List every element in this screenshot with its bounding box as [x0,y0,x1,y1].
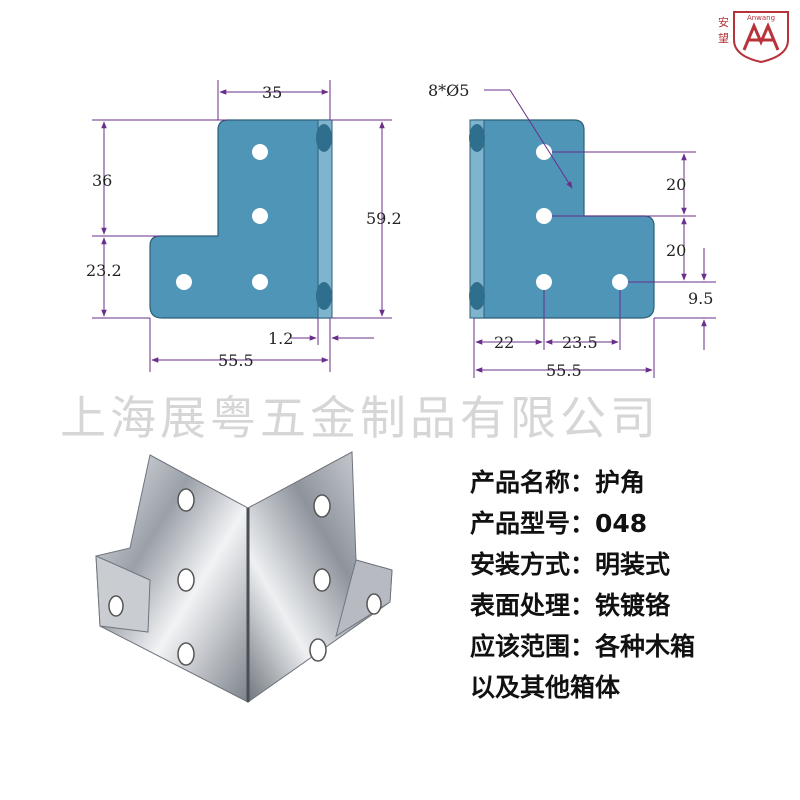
dim-thickness: 1.2 [268,329,293,348]
spec-value: 048 [595,509,648,538]
dim-total-height: 59.2 [366,209,402,228]
bracket-hole [313,568,331,592]
dim-total-width-right: 55.5 [546,361,582,380]
spec-value: 护角 [595,468,646,497]
spec-label: 安装方式： [470,550,596,579]
spec-item: 应该范围：各种木箱 [470,626,790,667]
dim-lower-height: 23.2 [86,261,122,280]
bracket-hole [177,568,195,592]
spec-list: 产品名称：护角 产品型号：048 安装方式：明装式 表面处理：铁镀铬 应该范围：… [470,462,790,708]
left-hole [176,274,192,290]
bracket-hole [177,488,195,512]
right-fold-edge [469,119,485,319]
dim-upper-height: 36 [92,171,112,190]
spec-item: 以及其他箱体 [470,667,790,708]
right-hole [536,208,552,224]
right-tab-top [469,124,485,152]
dim-hole-spacing: 23.5 [562,333,598,352]
left-tab-bottom [316,282,332,310]
product-photo [95,451,393,703]
brand-vertical-name: 安 [718,15,729,29]
left-fold-edge [317,119,333,319]
dim-total-width: 55.5 [218,351,254,370]
spec-label: 应该范围： [470,632,596,661]
left-hole [252,274,268,290]
spec-item: 表面处理：铁镀铬 [470,585,790,626]
dim-top-width: 35 [262,83,282,102]
dim-spacing-b: 20 [666,241,686,260]
dim-spacing-a: 20 [666,175,686,194]
spec-item: 产品型号：048 [470,503,790,544]
company-watermark: 上海展粤五金制品有限公司 [60,391,660,445]
bracket-hole [177,642,195,666]
left-hole [252,144,268,160]
brand-vertical-name-2: 望 [718,32,729,45]
right-tab-bottom [469,282,485,310]
left-hole [252,208,268,224]
right-hole [536,274,552,290]
right-plate [473,119,655,319]
left-plate [149,119,331,319]
dim-holes: 8*Ø5 [428,81,469,100]
spec-value: 各种木箱 [595,632,696,661]
spec-value: 明装式 [595,550,671,579]
right-view: 8*Ø5 20 20 9.5 22 23.5 55.5 [428,81,716,380]
shield-icon [733,11,789,64]
bracket-hole [366,593,382,615]
dim-offset-left: 22 [494,333,514,352]
dim-edge-offset: 9.5 [688,289,713,308]
bracket-hole [313,494,331,518]
spec-label: 表面处理： [470,591,596,620]
bracket-right-wing [335,559,393,638]
spec-item: 安装方式：明装式 [470,544,790,585]
brand-logo: 安 望 Anwang [718,11,789,64]
spec-value: 以及其他箱体 [470,673,621,702]
brand-latin-name: Anwang [747,14,775,22]
right-hole [536,144,552,160]
bracket-left-wing [95,555,151,633]
left-view: 35 36 23.2 59.2 1.2 55.5 [86,80,402,372]
spec-value: 铁镀铬 [595,591,671,620]
left-tab-top [316,124,332,152]
spec-label: 产品名称： [470,468,596,497]
spec-item: 产品名称：护角 [470,462,790,503]
bracket-hole [309,638,327,662]
spec-label: 产品型号： [470,509,596,538]
bracket-hole [108,595,124,617]
aw-monogram-icon [742,22,780,51]
right-hole [612,274,628,290]
